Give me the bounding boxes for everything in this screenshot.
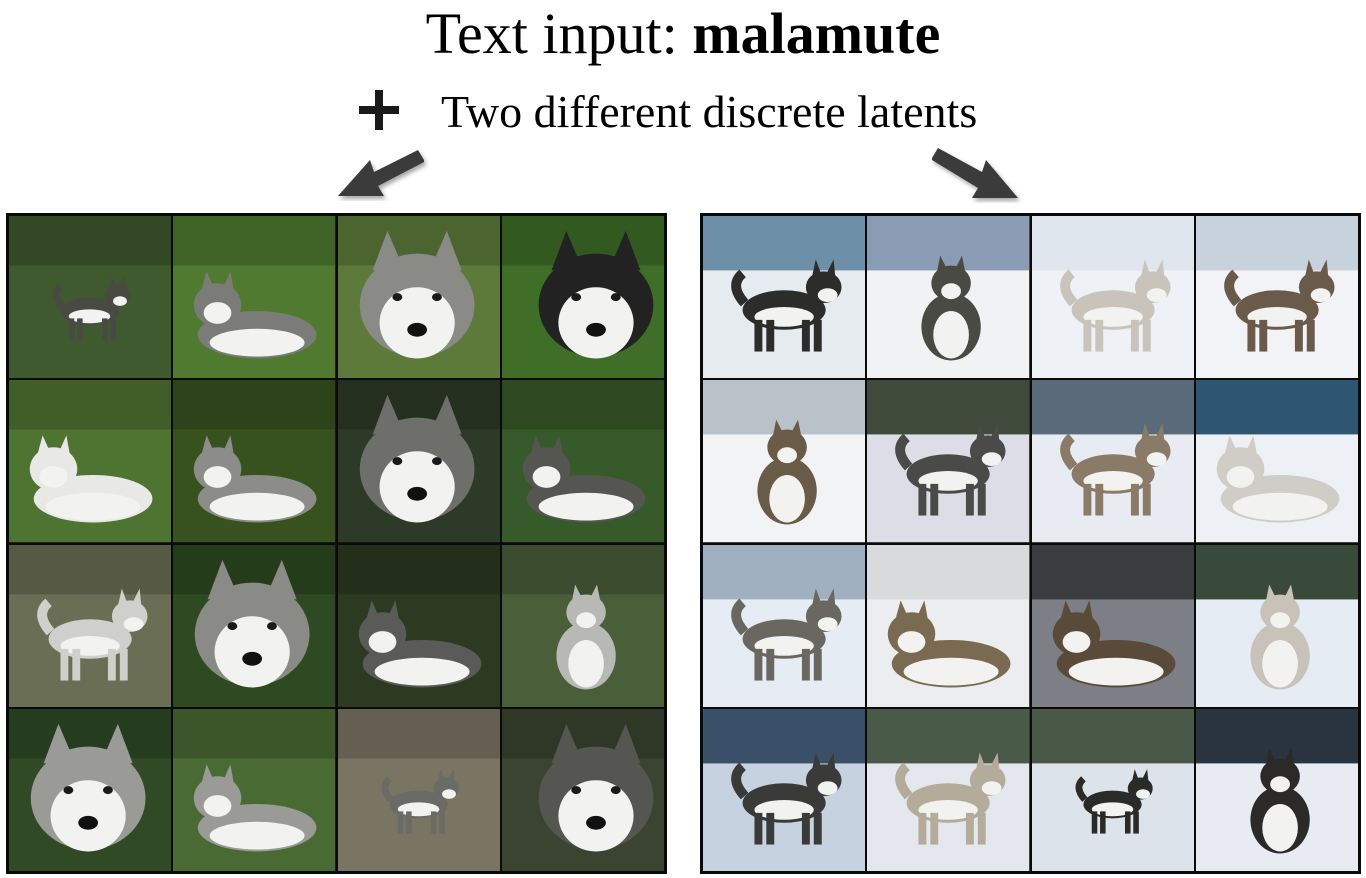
dog-image	[501, 708, 664, 871]
image-grid-left	[6, 213, 667, 874]
dog-image-tile	[1031, 544, 1194, 707]
dog-image	[703, 544, 866, 707]
dog-image-tile	[337, 544, 500, 707]
dog-image-tile	[867, 708, 1030, 871]
dog-image	[703, 380, 866, 543]
title-prefix: Text input:	[425, 1, 693, 66]
dog-image	[337, 708, 500, 871]
dog-image	[867, 216, 1030, 379]
dog-image	[173, 216, 336, 379]
dog-image-tile	[173, 216, 336, 379]
dog-image	[1031, 544, 1194, 707]
dog-image	[1195, 544, 1358, 707]
dog-image-tile	[173, 380, 336, 543]
subtitle: Two different discrete latents	[441, 86, 978, 137]
dog-image	[9, 216, 172, 379]
arrow-down-right-icon	[932, 148, 1018, 198]
dog-image	[1031, 708, 1194, 871]
dog-image-tile	[9, 708, 172, 871]
dog-image-tile	[337, 216, 500, 379]
dog-image-tile	[703, 216, 866, 379]
dog-image	[9, 544, 172, 707]
page-title: Text input: malamute	[0, 2, 1366, 66]
dog-image-tile	[1195, 544, 1358, 707]
dog-image-tile	[703, 380, 866, 543]
dog-image-tile	[1195, 708, 1358, 871]
dog-image	[867, 708, 1030, 871]
dog-image-tile	[1195, 216, 1358, 379]
dog-image	[1031, 380, 1194, 543]
dog-image	[173, 380, 336, 543]
dog-image	[337, 544, 500, 707]
dog-image-tile	[867, 216, 1030, 379]
dog-image-tile	[501, 544, 664, 707]
dog-image-tile	[1195, 380, 1358, 543]
dog-image-tile	[1031, 216, 1194, 379]
dog-image-tile	[703, 708, 866, 871]
plus-icon	[359, 90, 399, 130]
dog-image	[173, 544, 336, 707]
dog-image-tile	[337, 708, 500, 871]
arrow-down-left-icon	[338, 150, 424, 196]
dog-image	[703, 708, 866, 871]
title-keyword: malamute	[692, 1, 941, 66]
dog-image	[501, 380, 664, 543]
dog-image-tile	[867, 544, 1030, 707]
dog-image	[501, 216, 664, 379]
dog-image	[703, 216, 866, 379]
dog-image-tile	[501, 708, 664, 871]
dog-image-tile	[9, 216, 172, 379]
dog-image-tile	[173, 708, 336, 871]
dog-image-tile	[501, 216, 664, 379]
dog-image-tile	[173, 544, 336, 707]
dog-image	[9, 708, 172, 871]
dog-image	[1195, 380, 1358, 543]
dog-image-tile	[867, 380, 1030, 543]
dog-image	[9, 380, 172, 543]
dog-image	[337, 380, 500, 543]
dog-image-tile	[1031, 380, 1194, 543]
dog-image	[867, 544, 1030, 707]
dog-image	[1195, 216, 1358, 379]
dog-image-tile	[9, 544, 172, 707]
dog-image	[173, 708, 336, 871]
dog-image	[1195, 708, 1358, 871]
dog-image	[337, 216, 500, 379]
dog-image-tile	[9, 380, 172, 543]
dog-image	[867, 380, 1030, 543]
dog-image-tile	[1031, 708, 1194, 871]
dog-image-tile	[703, 544, 866, 707]
dog-image	[1031, 216, 1194, 379]
dog-image-tile	[501, 380, 664, 543]
dog-image-tile	[337, 380, 500, 543]
dog-image	[501, 544, 664, 707]
image-grid-right	[700, 213, 1361, 874]
